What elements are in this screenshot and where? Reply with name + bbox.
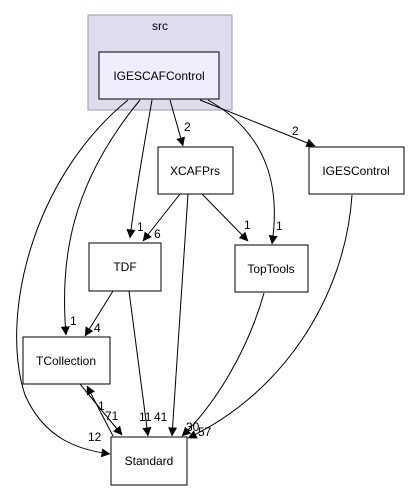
node-box	[234, 244, 309, 293]
edge-label-igescafcontrol-tcollection: 1	[70, 314, 77, 328]
edge-xcafprs-tdf	[142, 193, 181, 242]
node-igescafcontrol[interactable]: IGESCAFControl	[98, 51, 220, 100]
edge-tdf-tcollection	[84, 290, 114, 337]
edges: 2 2 1 1 1 12 6 1 41 4 11 30 57 71 1	[16, 99, 353, 458]
edge-label-igescafcontrol-igescontrol: 2	[292, 124, 299, 138]
edge-igescafcontrol-tcollection	[60, 99, 141, 336]
edge-igescafcontrol-standard	[16, 99, 129, 458]
node-standard[interactable]: Standard	[110, 436, 188, 486]
edge-label-tdf-tcollection: 4	[94, 321, 101, 335]
node-label: TCollection	[36, 354, 96, 368]
edge-label-xcafprs-tdf: 6	[154, 227, 161, 241]
edge-igescafcontrol-xcafprs	[169, 99, 186, 147]
edge-igescafcontrol-igescontrol	[199, 99, 316, 148]
edge-toptools-standard	[181, 292, 265, 437]
node-label: IGESControl	[322, 164, 389, 178]
edge-xcafprs-standard	[168, 193, 189, 437]
cluster-label: src	[152, 19, 168, 33]
edge-igescafcontrol-tdf	[126, 99, 153, 239]
node-igescontrol[interactable]: IGESControl	[308, 146, 405, 195]
node-label: TDF	[113, 260, 136, 274]
edge-igescafcontrol-toptools	[207, 99, 278, 245]
edge-label-igescontrol-standard: 57	[198, 425, 212, 439]
edge-label-standard-tcollection: 1	[98, 399, 105, 413]
node-box	[22, 336, 111, 385]
edge-label-xcafprs-toptools: 1	[244, 218, 251, 232]
edge-label-igescafcontrol-tdf: 1	[137, 220, 144, 234]
edge-standard-tcollection	[86, 385, 114, 437]
node-box	[98, 51, 220, 100]
edge-label-igescafcontrol-standard: 12	[88, 430, 102, 444]
node-toptools[interactable]: TopTools	[234, 244, 309, 293]
edge-igescontrol-standard	[187, 194, 353, 439]
edge-xcafprs-toptools	[201, 193, 249, 242]
edge-label-igescafcontrol-xcafprs: 2	[184, 120, 191, 134]
node-box	[88, 242, 162, 292]
node-box	[110, 436, 188, 486]
nodes: IGESCAFControl XCAFPrs IGESControl TDF T…	[22, 51, 405, 486]
node-label: XCAFPrs	[170, 164, 220, 178]
edge-label-igescafcontrol-toptools: 1	[276, 219, 283, 233]
edge-label-tcollection-standard: 71	[105, 409, 119, 423]
edge-label-xcafprs-standard: 41	[154, 410, 168, 424]
edge-tdf-standard	[128, 290, 152, 437]
edge-label-tdf-standard: 11	[139, 410, 152, 424]
node-box	[157, 146, 234, 195]
node-box	[308, 146, 405, 195]
node-label: TopTools	[247, 262, 294, 276]
node-label: Standard	[125, 454, 174, 468]
node-tdf[interactable]: TDF	[88, 242, 162, 292]
node-xcafprs[interactable]: XCAFPrs	[157, 146, 234, 195]
node-tcollection[interactable]: TCollection	[22, 336, 111, 385]
node-label: IGESCAFControl	[113, 69, 204, 83]
